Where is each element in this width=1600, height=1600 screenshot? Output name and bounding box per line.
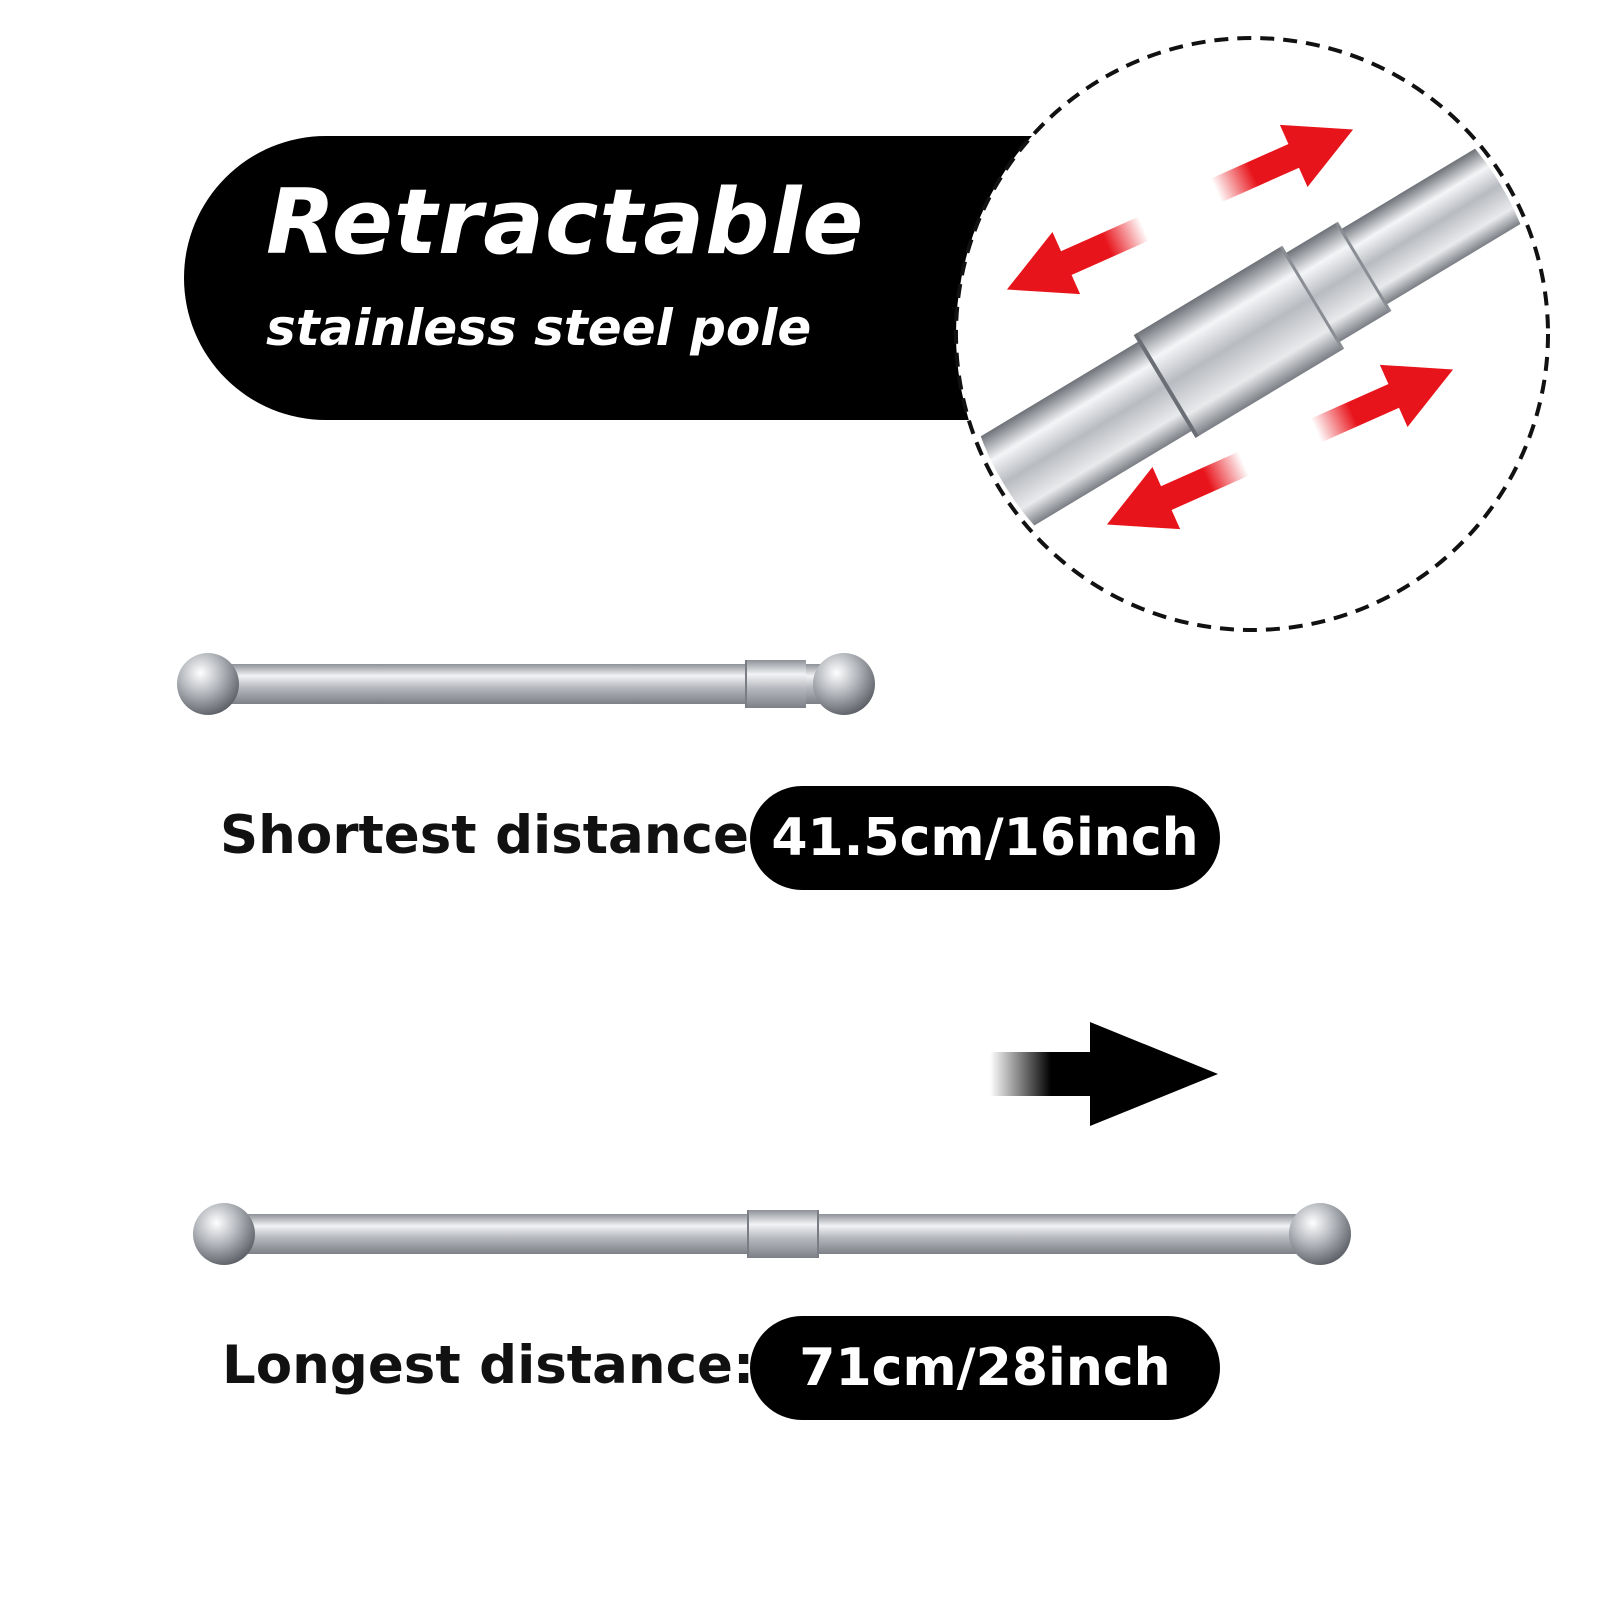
double-headed-red-arrow-icon: [1006, 124, 1454, 530]
title-banner: [184, 136, 1084, 420]
shortest-distance-label: Shortest distance:: [220, 805, 771, 866]
pole-joint-sleeve: [1135, 246, 1343, 437]
zoom-detail-circle: [954, 36, 1550, 632]
longest-distance-label: Longest distance:: [222, 1335, 755, 1396]
long-pole-image: [193, 1203, 1351, 1265]
pole-tube-thin: [1340, 64, 1542, 305]
black-right-arrow-icon: [990, 1022, 1218, 1126]
short-pole-image: [177, 653, 875, 715]
longest-distance-value: 71cm/28inch: [750, 1316, 1220, 1420]
shortest-distance-value: 41.5cm/16inch: [750, 786, 1220, 890]
pole-tube-thick: [962, 340, 1194, 595]
banner-subtitle: stainless steel pole: [266, 299, 812, 357]
banner-title: Retractable: [266, 170, 865, 275]
